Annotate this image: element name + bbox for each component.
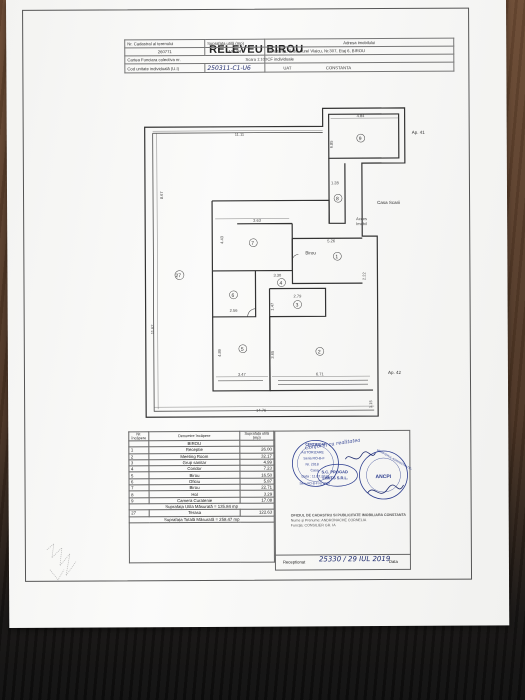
dim-room9-height: 6.85 (329, 140, 334, 149)
room-label-1: 1 (335, 254, 338, 260)
firm-seal-line1: S.C. PROGAD (321, 469, 348, 474)
room-label-8: 8 (336, 196, 339, 202)
dim-room1-width: 5.26 (327, 238, 336, 243)
dim-room2-width: 6.71 (316, 371, 325, 376)
plan-outer-wall (144, 107, 406, 418)
dim-room3-height: 1.47 (270, 302, 275, 311)
firm-seal-line2: LIMITS S.R.L. (322, 475, 348, 480)
stamp-box: CERTIFICAT AUTORIZARE Seria RO-B-F Nr. 2… (274, 429, 412, 571)
room-label-7: 7 (251, 241, 254, 247)
seal-certificate-top: CERTIFICAT (305, 442, 326, 446)
ocpi-block: OFICIUL DE CADASTRU SI PUBLICITATE IMOBI… (291, 513, 411, 529)
signature-mark-2 (367, 484, 404, 494)
document-sheet: RELEVEU BIROU Scara 1:100 Nr. Cadastral … (6, 0, 510, 628)
dim-top-width: 11.11 (235, 132, 245, 137)
dim-room9-width: 4.84 (357, 113, 366, 118)
room-label-27: 27 (175, 273, 181, 279)
certificate-seal (292, 439, 339, 487)
door-arcs (247, 254, 299, 317)
seal-line4: Casa (310, 468, 318, 472)
label-birou: Birou (305, 250, 316, 255)
dim-left-height: 8.67 (159, 191, 164, 200)
seal-line2: Seria RO-B-F (303, 456, 324, 460)
dim-bottom-width: 14.76 (256, 408, 267, 413)
label-casa-scarii: Casa Scarii (377, 200, 400, 205)
dim-room8-height: 1.28 (331, 180, 340, 185)
dim-left-total: 11.62 (150, 324, 155, 335)
receptionat-value: 25330 / 29 IUL 2019 (318, 554, 391, 564)
ocpi-line3: Funcția: CONSILIER GR. IA (290, 523, 336, 528)
receptionat-label: Receptionat (282, 559, 306, 565)
dim-room7-width: 3.63 (253, 218, 262, 223)
room-2-walls (269, 316, 374, 392)
plan-inner-terrace-line (152, 131, 375, 412)
dim-room5-width: 3.47 (238, 372, 247, 377)
dim-room1-height: 2.22 (361, 272, 366, 281)
room-8-walls (328, 158, 346, 224)
handwritten-note: Conform cu realitatea (305, 437, 361, 451)
label-imobil: Imobil (356, 221, 367, 226)
col-room-area: Suprafața utilă (mp) (239, 431, 274, 441)
window-bottom (217, 379, 369, 385)
signature-mark (345, 451, 376, 460)
room-label-2: 2 (318, 349, 321, 355)
floor-plan: 11.11 4.84 6.85 8.67 11.62 1.28 3.63 4.4… (144, 107, 426, 418)
data-label: Data (388, 558, 398, 565)
room-label-4: 4 (279, 281, 282, 287)
dim-mid-height: 3.65 (270, 350, 275, 359)
dim-room5-height: 4.89 (217, 348, 222, 357)
label-ap42: Ap. 42 (388, 370, 402, 375)
label-acces: Acces (356, 216, 367, 221)
dim-corridor-width: 3.30 (273, 273, 282, 278)
room-label-9: 9 (359, 136, 362, 142)
seal-line5: Data : 11.07.2018 (301, 474, 329, 478)
ancpi-seal (359, 450, 408, 500)
office-walls (211, 199, 363, 272)
room-label-3: 3 (296, 302, 299, 308)
dim-right-height: 1.15 (368, 400, 373, 409)
dim-room3-width: 2.79 (294, 293, 303, 298)
ancpi-center: ANCPI (375, 474, 391, 480)
dim-room6-width: 2.56 (230, 308, 239, 313)
col-room-no: Nr. încăpere (128, 431, 149, 441)
room-label-6: 6 (232, 293, 235, 299)
room-3-walls (269, 287, 327, 318)
seal-line3: Nr. 2018 (305, 462, 318, 466)
stamps-area: CERTIFICAT AUTORIZARE Seria RO-B-F Nr. 2… (292, 437, 412, 500)
firm-seal (317, 463, 358, 487)
receptionat-row: Receptionat 25330 / 29 IUL 2019 Data (274, 553, 411, 571)
rooms-table: Nr. încăpere Denumire încăpere Suprafața… (128, 431, 275, 564)
col-room-name: Denumire încăpere (148, 431, 240, 441)
dim-room7-height: 4.43 (219, 235, 224, 244)
room-label-5: 5 (241, 347, 244, 353)
pencil-scribble (46, 542, 77, 581)
room-9-walls (327, 113, 400, 159)
seal-bottom: Seria RO-B-F Nr. 2018 (300, 481, 331, 485)
room-1-walls (291, 238, 363, 285)
label-ap41: Ap. 41 (412, 130, 426, 135)
seal-line1: AUTORIZARE (301, 450, 324, 454)
room-6-walls (211, 270, 257, 318)
